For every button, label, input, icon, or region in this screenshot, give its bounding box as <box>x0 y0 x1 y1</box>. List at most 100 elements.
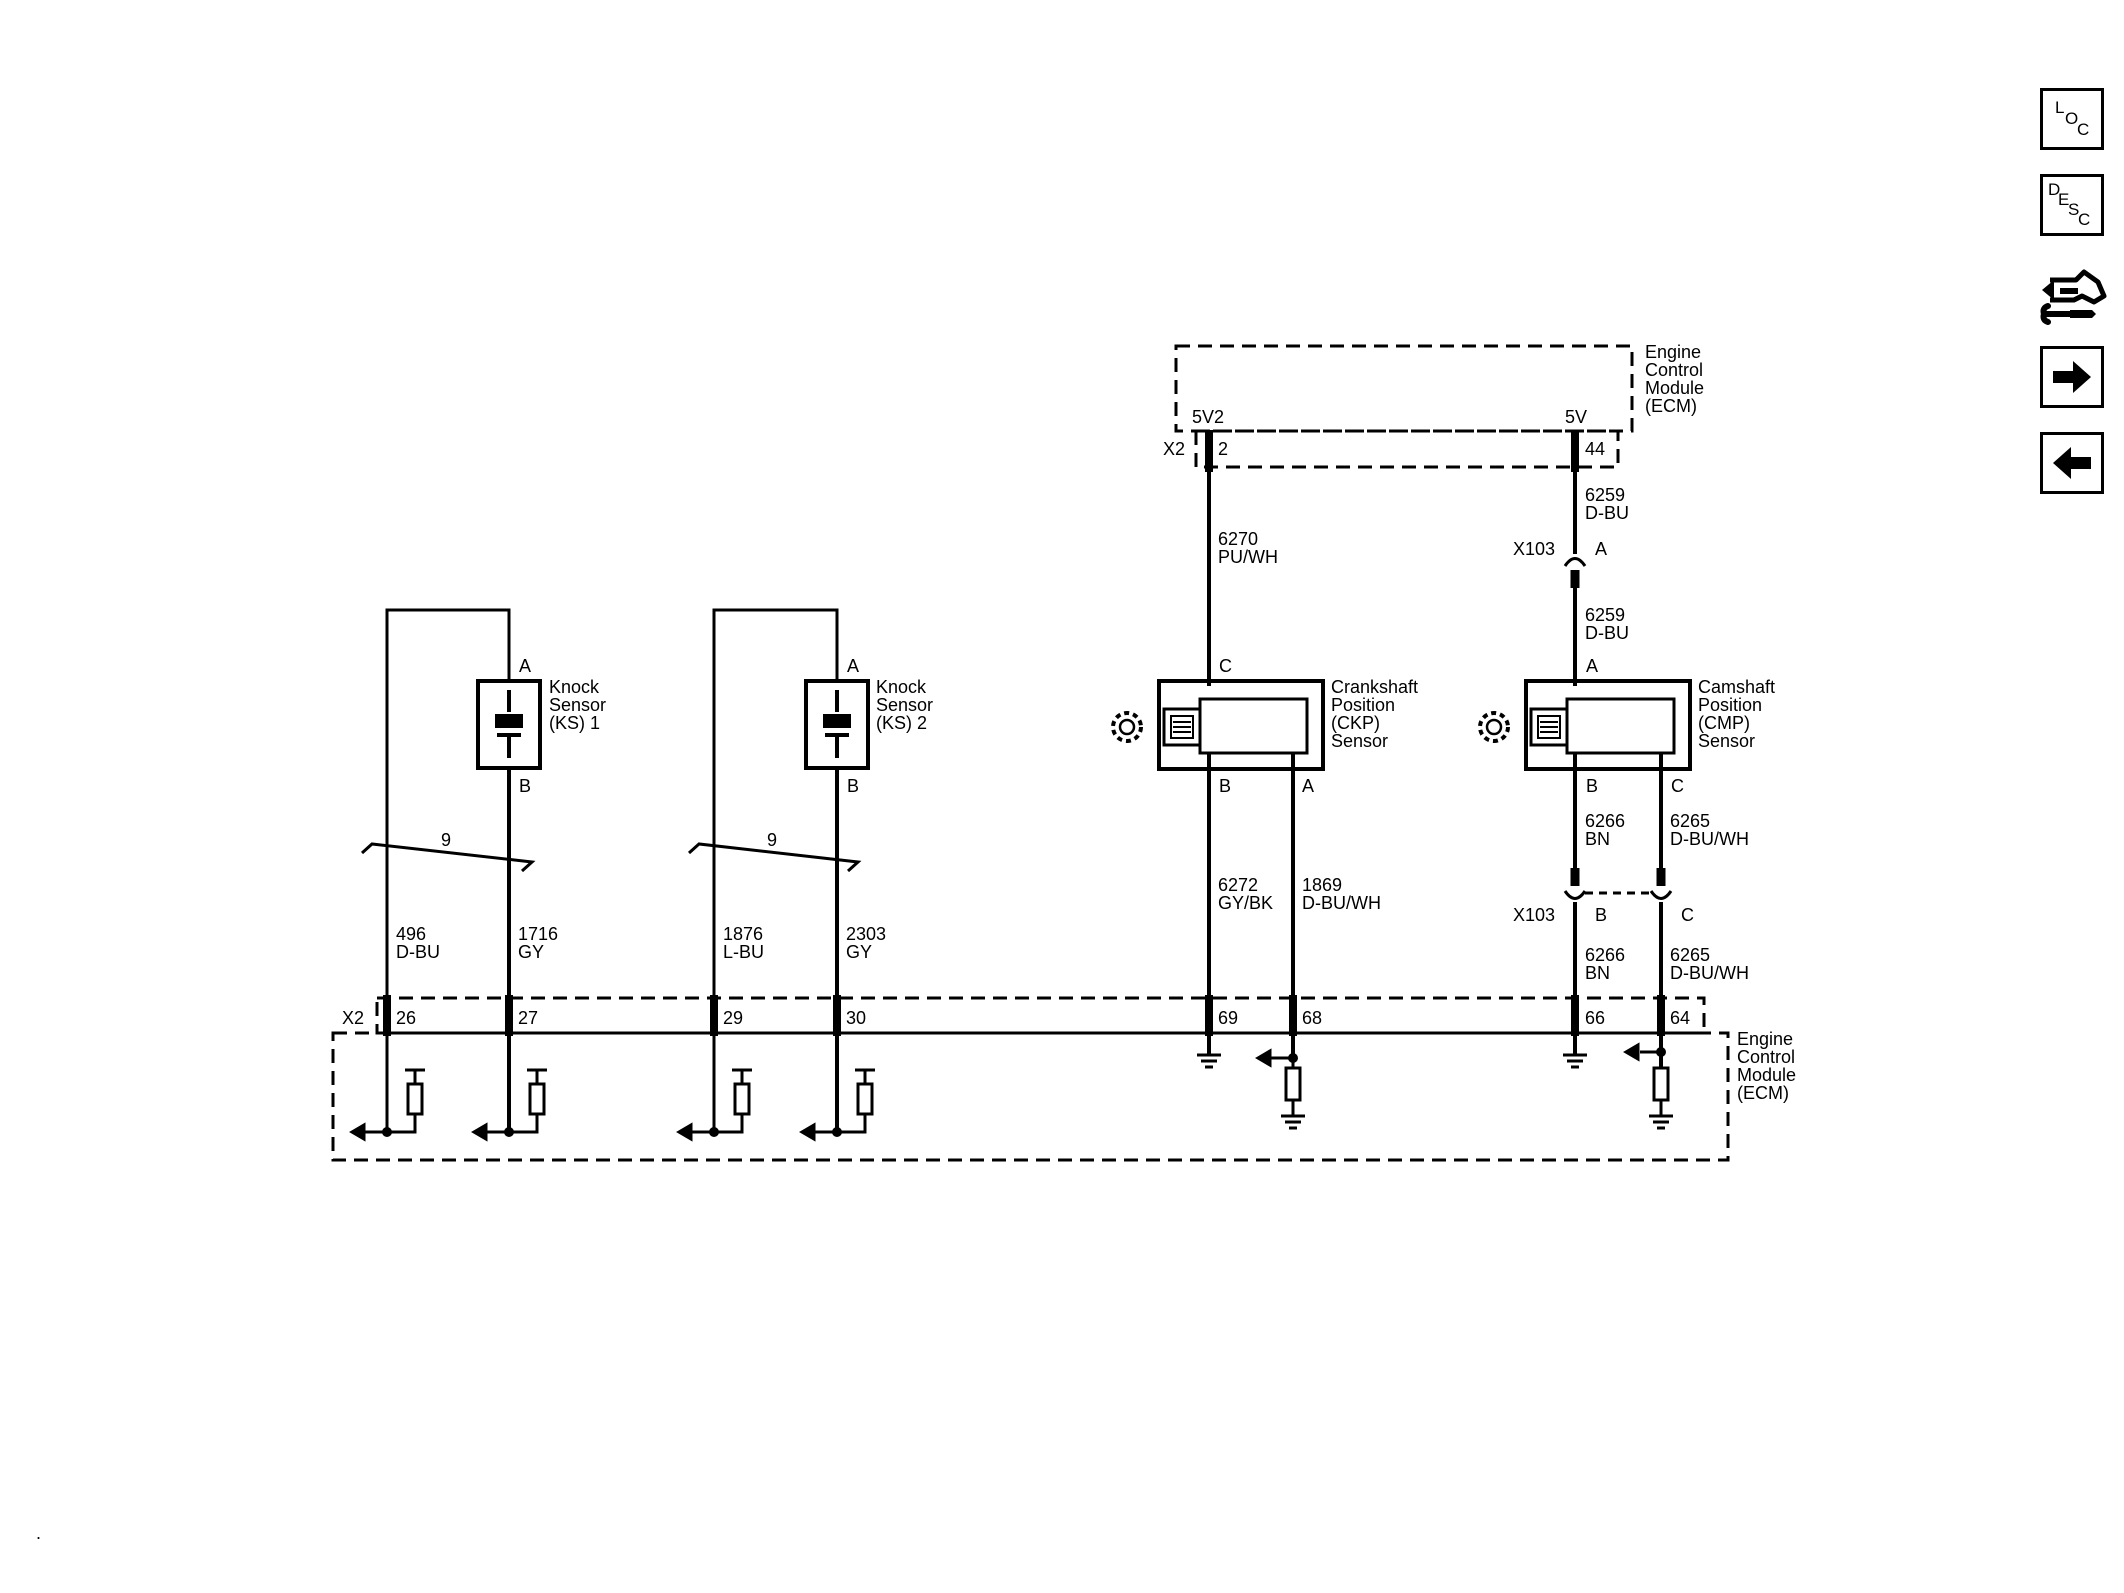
wire-1876-color: L-BU <box>723 942 764 962</box>
ks2-shield-loop <box>712 608 839 1132</box>
ks1-terminal-a: A <box>519 656 531 676</box>
ckp-sensor-inner <box>1198 697 1309 755</box>
wire-6270-color: PU/WH <box>1218 547 1278 567</box>
ks1-twist-count: 9 <box>441 830 451 850</box>
ecm-ks-circuit-30 <box>799 1068 875 1142</box>
ecm-top-connector-label: X2 <box>1163 439 1185 459</box>
wire-2303-circuit: 2303 <box>846 924 886 944</box>
wire-6259-upper-circuit: 6259 <box>1585 485 1625 505</box>
ks1-element <box>495 714 523 728</box>
ecm-top-connector-box <box>1194 429 1620 469</box>
wire-6259-lower-circuit: 6259 <box>1585 605 1625 625</box>
ks2-terminal-a: A <box>847 656 859 676</box>
loc-letter-o: O <box>2065 109 2078 128</box>
cmp-terminal-b: B <box>1586 776 1598 796</box>
ecm-bottom-pin-30: 30 <box>846 1008 866 1028</box>
x103-c-pin-label: C <box>1681 905 1694 925</box>
x103-c-female <box>1649 890 1673 900</box>
cmp-name-1: Camshaft <box>1698 677 1775 697</box>
location-button[interactable]: L O C <box>2040 88 2104 150</box>
ks1-name-1: Knock <box>549 677 600 697</box>
wire-6265-lower-circuit: 6265 <box>1670 945 1710 965</box>
ecm-bottom-connector-box <box>375 996 1706 1035</box>
ecm-ks-circuit-27 <box>471 1068 547 1142</box>
ckp-sensor-body <box>1157 679 1325 771</box>
ckp-name-3: (CKP) <box>1331 713 1380 733</box>
wire-1716-color: GY <box>518 942 544 962</box>
next-button[interactable] <box>2040 346 2104 408</box>
x103-a-pin-label: A <box>1595 539 1607 559</box>
wire-6259-lower-color: D-BU <box>1585 623 1629 643</box>
previous-button[interactable] <box>2040 432 2104 494</box>
ecm-top-pin-2: 2 <box>1218 439 1228 459</box>
ks2-terminal-b: B <box>847 776 859 796</box>
wire-6266-upper-circuit: 6266 <box>1585 811 1625 831</box>
corner-mark: . <box>36 1523 41 1543</box>
ecm-top-pin-44: 44 <box>1585 439 1605 459</box>
ckp-name-4: Sensor <box>1331 731 1388 751</box>
ecm-top-voltage-5v: 5V <box>1565 407 1587 427</box>
wire-1876-circuit: 1876 <box>723 924 763 944</box>
x103-b-pin-label: B <box>1595 905 1607 925</box>
ckp-terminal-c: C <box>1219 656 1232 676</box>
ecm-bottom-pin-68: 68 <box>1302 1008 1322 1028</box>
connector-service-button[interactable] <box>2040 258 2110 330</box>
x103-b-female <box>1563 890 1587 900</box>
ecm-bottom-connector-label: X2 <box>342 1008 364 1028</box>
ks2-twist-marker <box>687 842 862 873</box>
ks2-element <box>823 714 851 728</box>
ckp-terminal-b: B <box>1219 776 1231 796</box>
cmp-terminal-c: C <box>1671 776 1684 796</box>
next-arrow-icon <box>2053 361 2091 393</box>
ecm-input-circuit-64 <box>1623 1042 1673 1130</box>
ckp-name-2: Position <box>1331 695 1395 715</box>
ckp-gear-icon <box>1111 711 1143 743</box>
cmp-name-2: Position <box>1698 695 1762 715</box>
ecm-top-title-2: Control <box>1645 360 1703 380</box>
ckp-name-1: Crankshaft <box>1331 677 1418 697</box>
ecm-bottom-pin-64: 64 <box>1670 1008 1690 1028</box>
cmp-name-3: (CMP) <box>1698 713 1750 733</box>
ecm-bottom-pin-26: 26 <box>396 1008 416 1028</box>
wire-6266-lower-color: BN <box>1585 963 1610 983</box>
loc-letter-l: L <box>2055 98 2064 117</box>
cmp-terminal-a: A <box>1586 656 1598 676</box>
ecm-bottom-title-3: Module <box>1737 1065 1796 1085</box>
ecm-bottom-pin-27: 27 <box>518 1008 538 1028</box>
cmp-sensor-body <box>1524 679 1692 771</box>
wire-1716-circuit: 1716 <box>518 924 558 944</box>
cmp-name-4: Sensor <box>1698 731 1755 751</box>
wire-1869-color: D-BU/WH <box>1302 893 1381 913</box>
x103-a-connector-label: X103 <box>1513 539 1555 559</box>
wire-6266-upper-color: BN <box>1585 829 1610 849</box>
description-button[interactable]: D E S C <box>2040 174 2104 236</box>
ecm-ks-circuit-29 <box>676 1068 752 1142</box>
wire-6265-lower-color: D-BU/WH <box>1670 963 1749 983</box>
ecm-bottom-pin-29: 29 <box>723 1008 743 1028</box>
wire-6270-circuit: 6270 <box>1218 529 1258 549</box>
desc-letter-d: D <box>2048 180 2060 199</box>
ecm-top-title-4: (ECM) <box>1645 396 1697 416</box>
wire-6265-upper-circuit: 6265 <box>1670 811 1710 831</box>
ks2-name-2: Sensor <box>876 695 933 715</box>
previous-arrow-icon <box>2053 447 2091 479</box>
ecm-bottom-title-2: Control <box>1737 1047 1795 1067</box>
ecm-bottom-box <box>331 1031 1730 1162</box>
wire-2303-color: GY <box>846 942 872 962</box>
ckp-terminal-a: A <box>1302 776 1314 796</box>
ecm-ks-circuit-26 <box>349 1068 425 1142</box>
ecm-top-box <box>1174 344 1634 433</box>
x103-bc-connector-label: X103 <box>1513 905 1555 925</box>
desc-letter-e: E <box>2058 190 2069 209</box>
ecm-top-title-1: Engine <box>1645 342 1701 362</box>
ecm-ground-69 <box>1197 1053 1221 1069</box>
wire-6266-lower-circuit: 6266 <box>1585 945 1625 965</box>
ecm-top-voltage-5v2: 5V2 <box>1192 407 1224 427</box>
wire-496-circuit: 496 <box>396 924 426 944</box>
x103-a-female <box>1563 557 1587 567</box>
ks1-name-3: (KS) 1 <box>549 713 600 733</box>
wire-6265-upper-color: D-BU/WH <box>1670 829 1749 849</box>
ks1-terminal-b: B <box>519 776 531 796</box>
wire-1869-circuit: 1869 <box>1302 875 1342 895</box>
ks1-name-2: Sensor <box>549 695 606 715</box>
